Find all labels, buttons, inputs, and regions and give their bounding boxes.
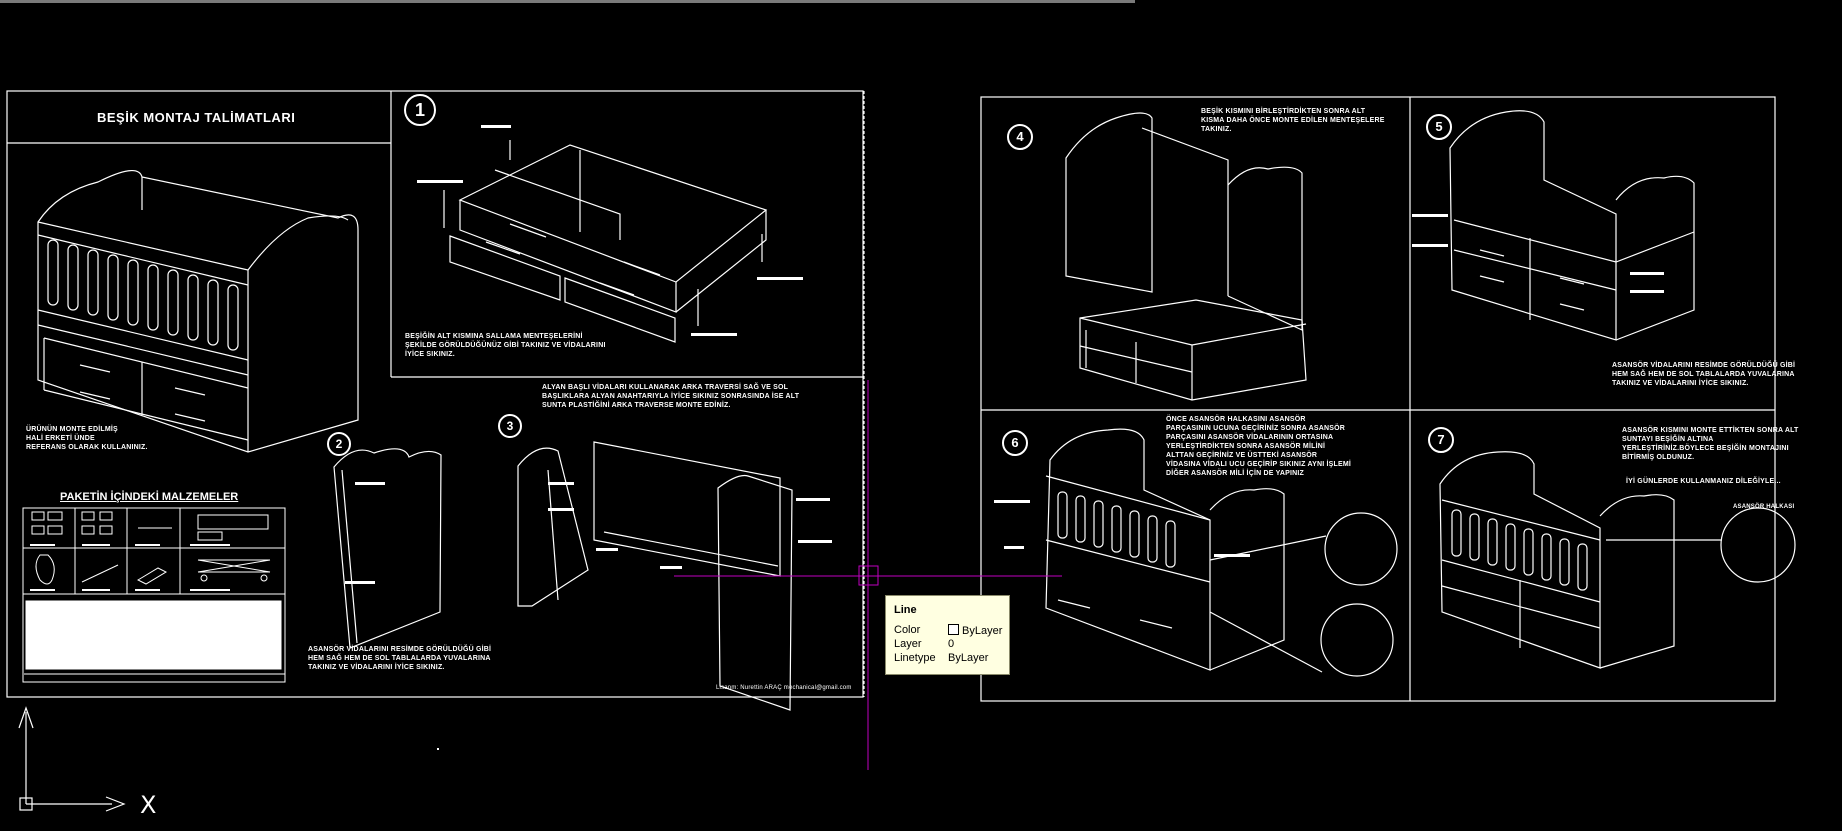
step-7-callout: ASANSÖR HALKASI bbox=[1733, 504, 1795, 510]
horizontal-scrollbar[interactable] bbox=[0, 0, 1842, 3]
step5-drawing bbox=[1449, 110, 1695, 341]
step-4-text: BEŞİK KISMINI BİRLEŞTİRDİKTEN SONRA ALT … bbox=[1201, 108, 1385, 133]
left-sheet-border bbox=[6, 90, 864, 698]
right-sheet-border bbox=[980, 96, 1776, 702]
author-note: Lisanm: Nurettin ARAÇ mechanical@gmail.c… bbox=[716, 685, 852, 691]
tooltip-layer-label: Layer bbox=[894, 638, 922, 650]
step-7-closing: İYİ GÜNLERDE KULLANMANIZ DİLEĞİYLE... bbox=[1626, 478, 1781, 485]
step-6-text: ÖNCE ASANSÖR HALKASINI ASANSÖR PARÇASINI… bbox=[1166, 416, 1352, 477]
package-table bbox=[22, 507, 286, 683]
step-5-number: 5 bbox=[1426, 114, 1452, 140]
step-3-text: ALYAN BAŞLI VİDALARI KULLANARAK ARKA TRA… bbox=[542, 384, 800, 409]
tooltip-color-label: Color bbox=[894, 624, 921, 636]
step4-drawing bbox=[1065, 112, 1307, 401]
step-7-text: ASANSÖR KISMINI MONTE ETTİKTEN SONRA ALT… bbox=[1622, 427, 1799, 461]
step-2-number: 2 bbox=[327, 432, 351, 456]
step-7-number: 7 bbox=[1428, 427, 1454, 453]
step-6-number: 6 bbox=[1002, 430, 1028, 456]
tooltip-color-text: ByLayer bbox=[962, 625, 1003, 637]
step2-drawing bbox=[333, 448, 442, 649]
step-1-number: 1 bbox=[404, 94, 436, 126]
drawing-title: BEŞİK MONTAJ TALİMATLARI bbox=[97, 110, 296, 125]
tooltip-linetype-label: Linetype bbox=[894, 652, 936, 664]
step-1-text: BEŞİĞİN ALT KISMINA SALLAMA MENTEŞELERİN… bbox=[405, 333, 606, 358]
ucs-icon bbox=[18, 706, 126, 812]
step1-labels bbox=[417, 125, 803, 336]
step7-drawing bbox=[1439, 451, 1796, 669]
step1-drawing bbox=[443, 140, 768, 343]
scrollbar-thumb[interactable] bbox=[0, 0, 1135, 3]
tooltip-linetype-value: ByLayer bbox=[948, 652, 989, 664]
step-3-number: 3 bbox=[498, 414, 522, 438]
ucs-x-label: X bbox=[140, 791, 157, 819]
step6-drawing bbox=[1045, 428, 1398, 677]
tooltip-color-value: ByLayer bbox=[948, 624, 1002, 637]
step-2-text: ASANSÖR VİDALARINI RESİMDE GÖRÜLDÜĞÜ GİB… bbox=[308, 646, 492, 671]
step-4-number: 4 bbox=[1007, 124, 1033, 150]
crosshair-cursor bbox=[674, 380, 1062, 770]
step3-drawing bbox=[517, 441, 793, 711]
crib-reference-drawing bbox=[37, 170, 359, 453]
color-swatch-icon bbox=[948, 624, 959, 635]
tooltip-title: Line bbox=[894, 604, 917, 616]
intro-note: ÜRÜNÜN MONTE EDİLMİŞ HALİ ERKETİ ÜNDE RE… bbox=[26, 426, 148, 451]
package-contents-title: PAKETİN İÇİNDEKİ MALZEMELER bbox=[60, 491, 239, 503]
tooltip-layer-value: 0 bbox=[948, 638, 955, 650]
object-properties-tooltip: Line Color ByLayer Layer 0 Linetype ByLa… bbox=[885, 595, 1010, 675]
step-5-text: ASANSÖR VİDALARINI RESİMDE GÖRÜLDÜĞÜ GİB… bbox=[1612, 362, 1796, 387]
